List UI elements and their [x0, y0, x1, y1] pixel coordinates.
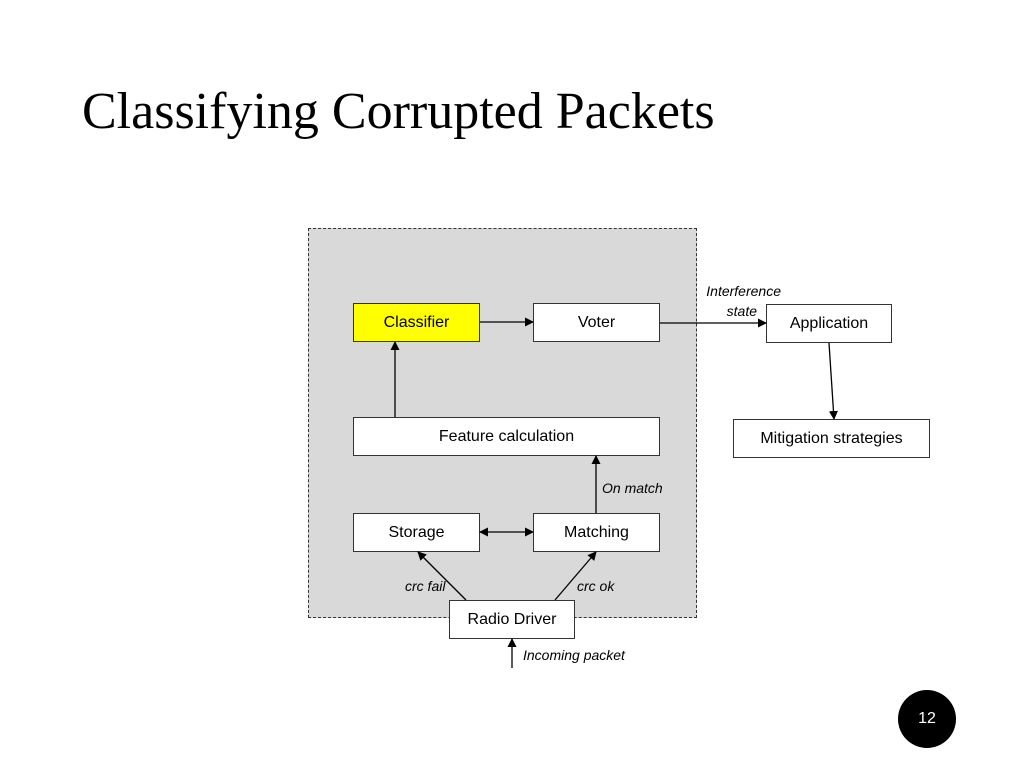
arrow-driver-to-matching	[554, 551, 597, 601]
feature-calculation-node: Feature calculation	[353, 417, 660, 456]
on-match-label: On match	[602, 480, 663, 496]
arrow-application-to-mitigation	[828, 342, 838, 420]
interference-label-line1: Interference	[706, 283, 781, 299]
incoming-packet-label: Incoming packet	[523, 647, 625, 663]
page-number-badge: 12	[898, 690, 956, 748]
interference-label-line2: state	[726, 303, 757, 319]
crc-fail-label: crc fail	[405, 578, 446, 594]
crc-ok-label: crc ok	[577, 578, 615, 594]
application-node: Application	[766, 304, 892, 343]
matching-node: Matching	[533, 513, 660, 552]
classifier-node: Classifier	[353, 303, 480, 342]
storage-node: Storage	[353, 513, 480, 552]
mitigation-strategies-node: Mitigation strategies	[733, 419, 930, 458]
arrow-driver-to-storage	[417, 551, 467, 601]
slide-title: Classifying Corrupted Packets	[82, 83, 715, 140]
radio-driver-node: Radio Driver	[449, 600, 575, 639]
